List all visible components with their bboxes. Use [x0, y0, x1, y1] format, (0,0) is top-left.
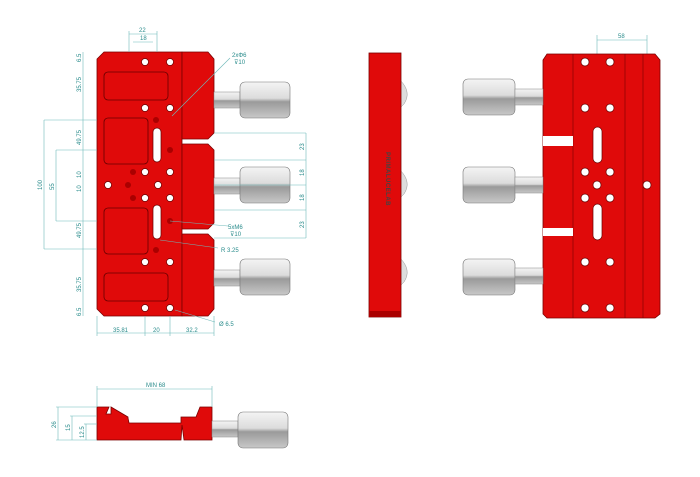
callout-diameter: Ø 6.5: [219, 322, 234, 328]
back-knobs: [462, 78, 544, 296]
dim-26: 26: [52, 421, 58, 428]
back-holes: [580, 57, 652, 313]
pocket: [103, 272, 169, 302]
clamp-top: [181, 51, 215, 140]
knobs: [213, 81, 291, 296]
dim-label: 6.5: [77, 53, 83, 62]
bottom-dims: 35.81 20 32.2: [113, 328, 198, 334]
dim-label: 10: [77, 185, 83, 192]
dim-label: 32.2: [186, 328, 198, 334]
dim-22: 22: [139, 28, 146, 34]
back-view: 58: [462, 34, 661, 319]
knob: [237, 411, 289, 449]
dim-58: 58: [618, 34, 625, 40]
left-dims: 6.5 35.75 49.75 10 10 49.75 35.75 6.5 10…: [38, 53, 83, 316]
dim-label: 35.75: [77, 76, 83, 92]
slot: [152, 204, 162, 240]
end-dimension-lines: [56, 386, 213, 441]
callout-threads: 5xM6: [228, 225, 243, 231]
knob-shaft: [211, 420, 239, 438]
dim-18: 18: [140, 36, 147, 42]
holes: [104, 58, 174, 312]
knob-edges: [399, 79, 408, 287]
callout-threads-depth: ⊽10: [230, 231, 242, 238]
clamp-gaps: [543, 136, 573, 236]
slot: [592, 126, 603, 164]
end-profile: [96, 406, 213, 441]
side-body: [368, 52, 402, 318]
dimension-lines: [43, 31, 307, 336]
dim-label: 35.75: [77, 276, 83, 292]
dim-label: 6.5: [77, 307, 83, 316]
callout-holes: 2xΦ6: [232, 53, 247, 59]
front-view: 22 18 6.5 35.75 49.75 10 10 49.75 35.75 …: [38, 28, 307, 336]
dim-label: 23: [300, 143, 306, 150]
dim-label: 49.75: [77, 222, 83, 238]
brand-engraving: PRIMALUCELAB: [384, 152, 390, 206]
dim-label: 23: [300, 221, 306, 228]
slot: [592, 203, 603, 241]
side-view: PRIMALUCELAB: [368, 52, 408, 318]
dim-label: 10: [77, 171, 83, 178]
dim-label: 20: [153, 328, 160, 334]
dim-15: 15: [66, 424, 72, 431]
slot: [152, 127, 162, 163]
dim-label: 35.81: [113, 328, 129, 334]
dim-100: 100: [38, 179, 44, 190]
dim-12-5: 12.5: [80, 426, 86, 438]
clamp-bottom: [181, 233, 215, 317]
side-base: [369, 311, 401, 317]
end-view: MIN 68 26 15 12.5: [52, 383, 289, 449]
dim-min-68: MIN 68: [146, 383, 166, 389]
pocket: [103, 71, 169, 101]
callout-radius: R 3.25: [221, 248, 239, 254]
clamp-middle: [181, 143, 215, 230]
right-dims: 23 18 18 23: [300, 143, 306, 228]
back-body: [542, 53, 661, 319]
pocket: [103, 207, 149, 255]
pocket: [103, 117, 149, 165]
dim-55: 55: [50, 183, 56, 190]
dim-label: 18: [300, 169, 306, 176]
callout-holes-depth: ⊽10: [234, 59, 246, 66]
dim-label: 49.75: [77, 129, 83, 145]
dim-label: 18: [300, 194, 306, 201]
